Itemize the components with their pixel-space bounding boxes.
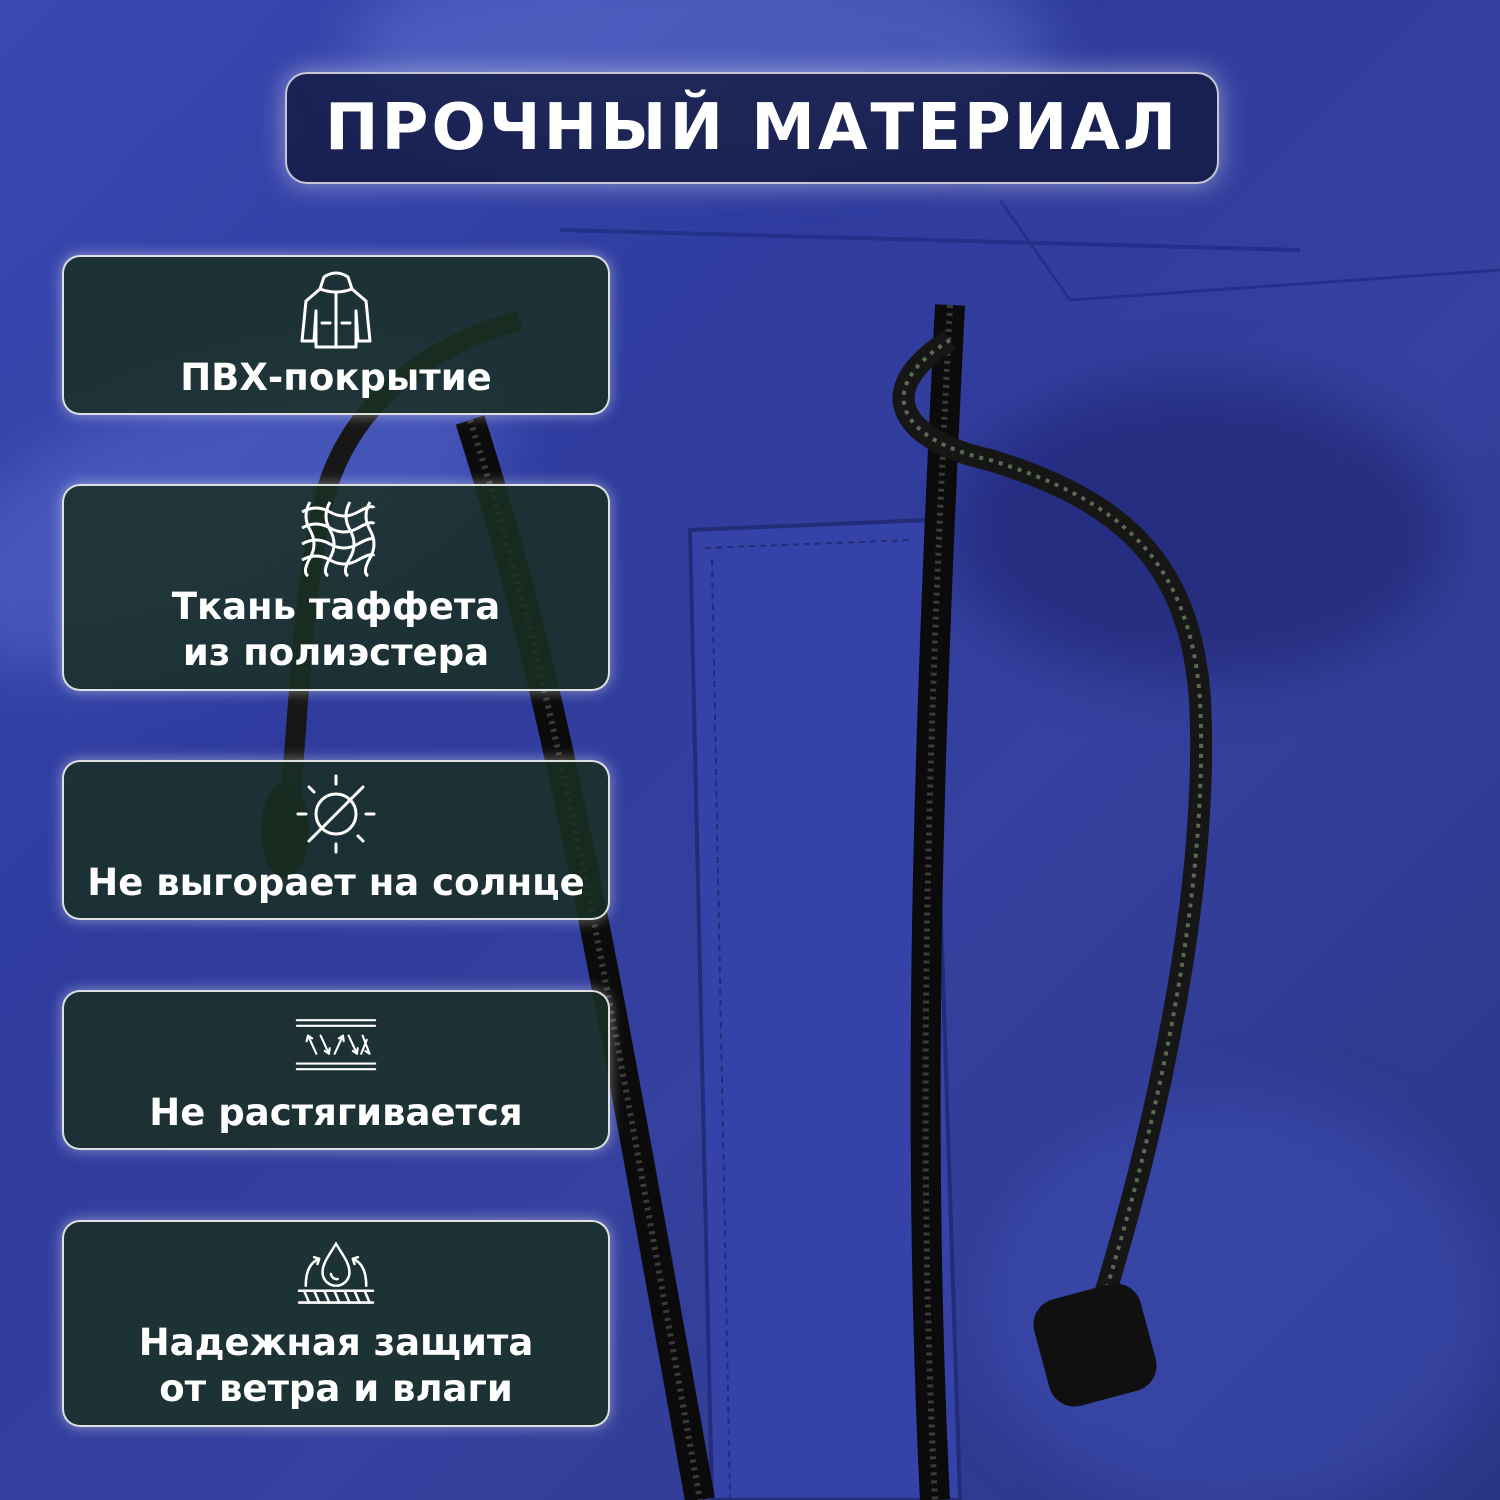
title-banner: ПРОЧНЫЙ МАТЕРИАЛ <box>285 72 1219 184</box>
feature-label: Не выгорает на солнце <box>87 861 585 904</box>
raincoat-icon <box>294 267 378 351</box>
feature-label: ПВХ-покрытие <box>180 356 492 399</box>
no-stretch-icon <box>294 1002 378 1086</box>
feature-card-taffeta-fabric: Ткань таффета из полиэстера <box>62 484 610 691</box>
feature-card-pvc-coating: ПВХ-покрытие <box>62 255 610 415</box>
feature-label: Не растягивается <box>149 1091 523 1134</box>
feature-card-weather-protection: Надежная защита от ветра и влаги <box>62 1220 610 1427</box>
crossed-sun-icon <box>294 772 378 856</box>
feature-card-no-stretch: Не растягивается <box>62 990 610 1150</box>
water-protection-icon <box>294 1232 378 1316</box>
page-title: ПРОЧНЫЙ МАТЕРИАЛ <box>324 91 1180 165</box>
feature-label: Ткань таффета из полиэстера <box>171 585 501 675</box>
woven-fabric-icon <box>294 496 378 580</box>
feature-card-fade-resistant: Не выгорает на солнце <box>62 760 610 920</box>
feature-label: Надежная защита от ветра и влаги <box>138 1321 534 1411</box>
